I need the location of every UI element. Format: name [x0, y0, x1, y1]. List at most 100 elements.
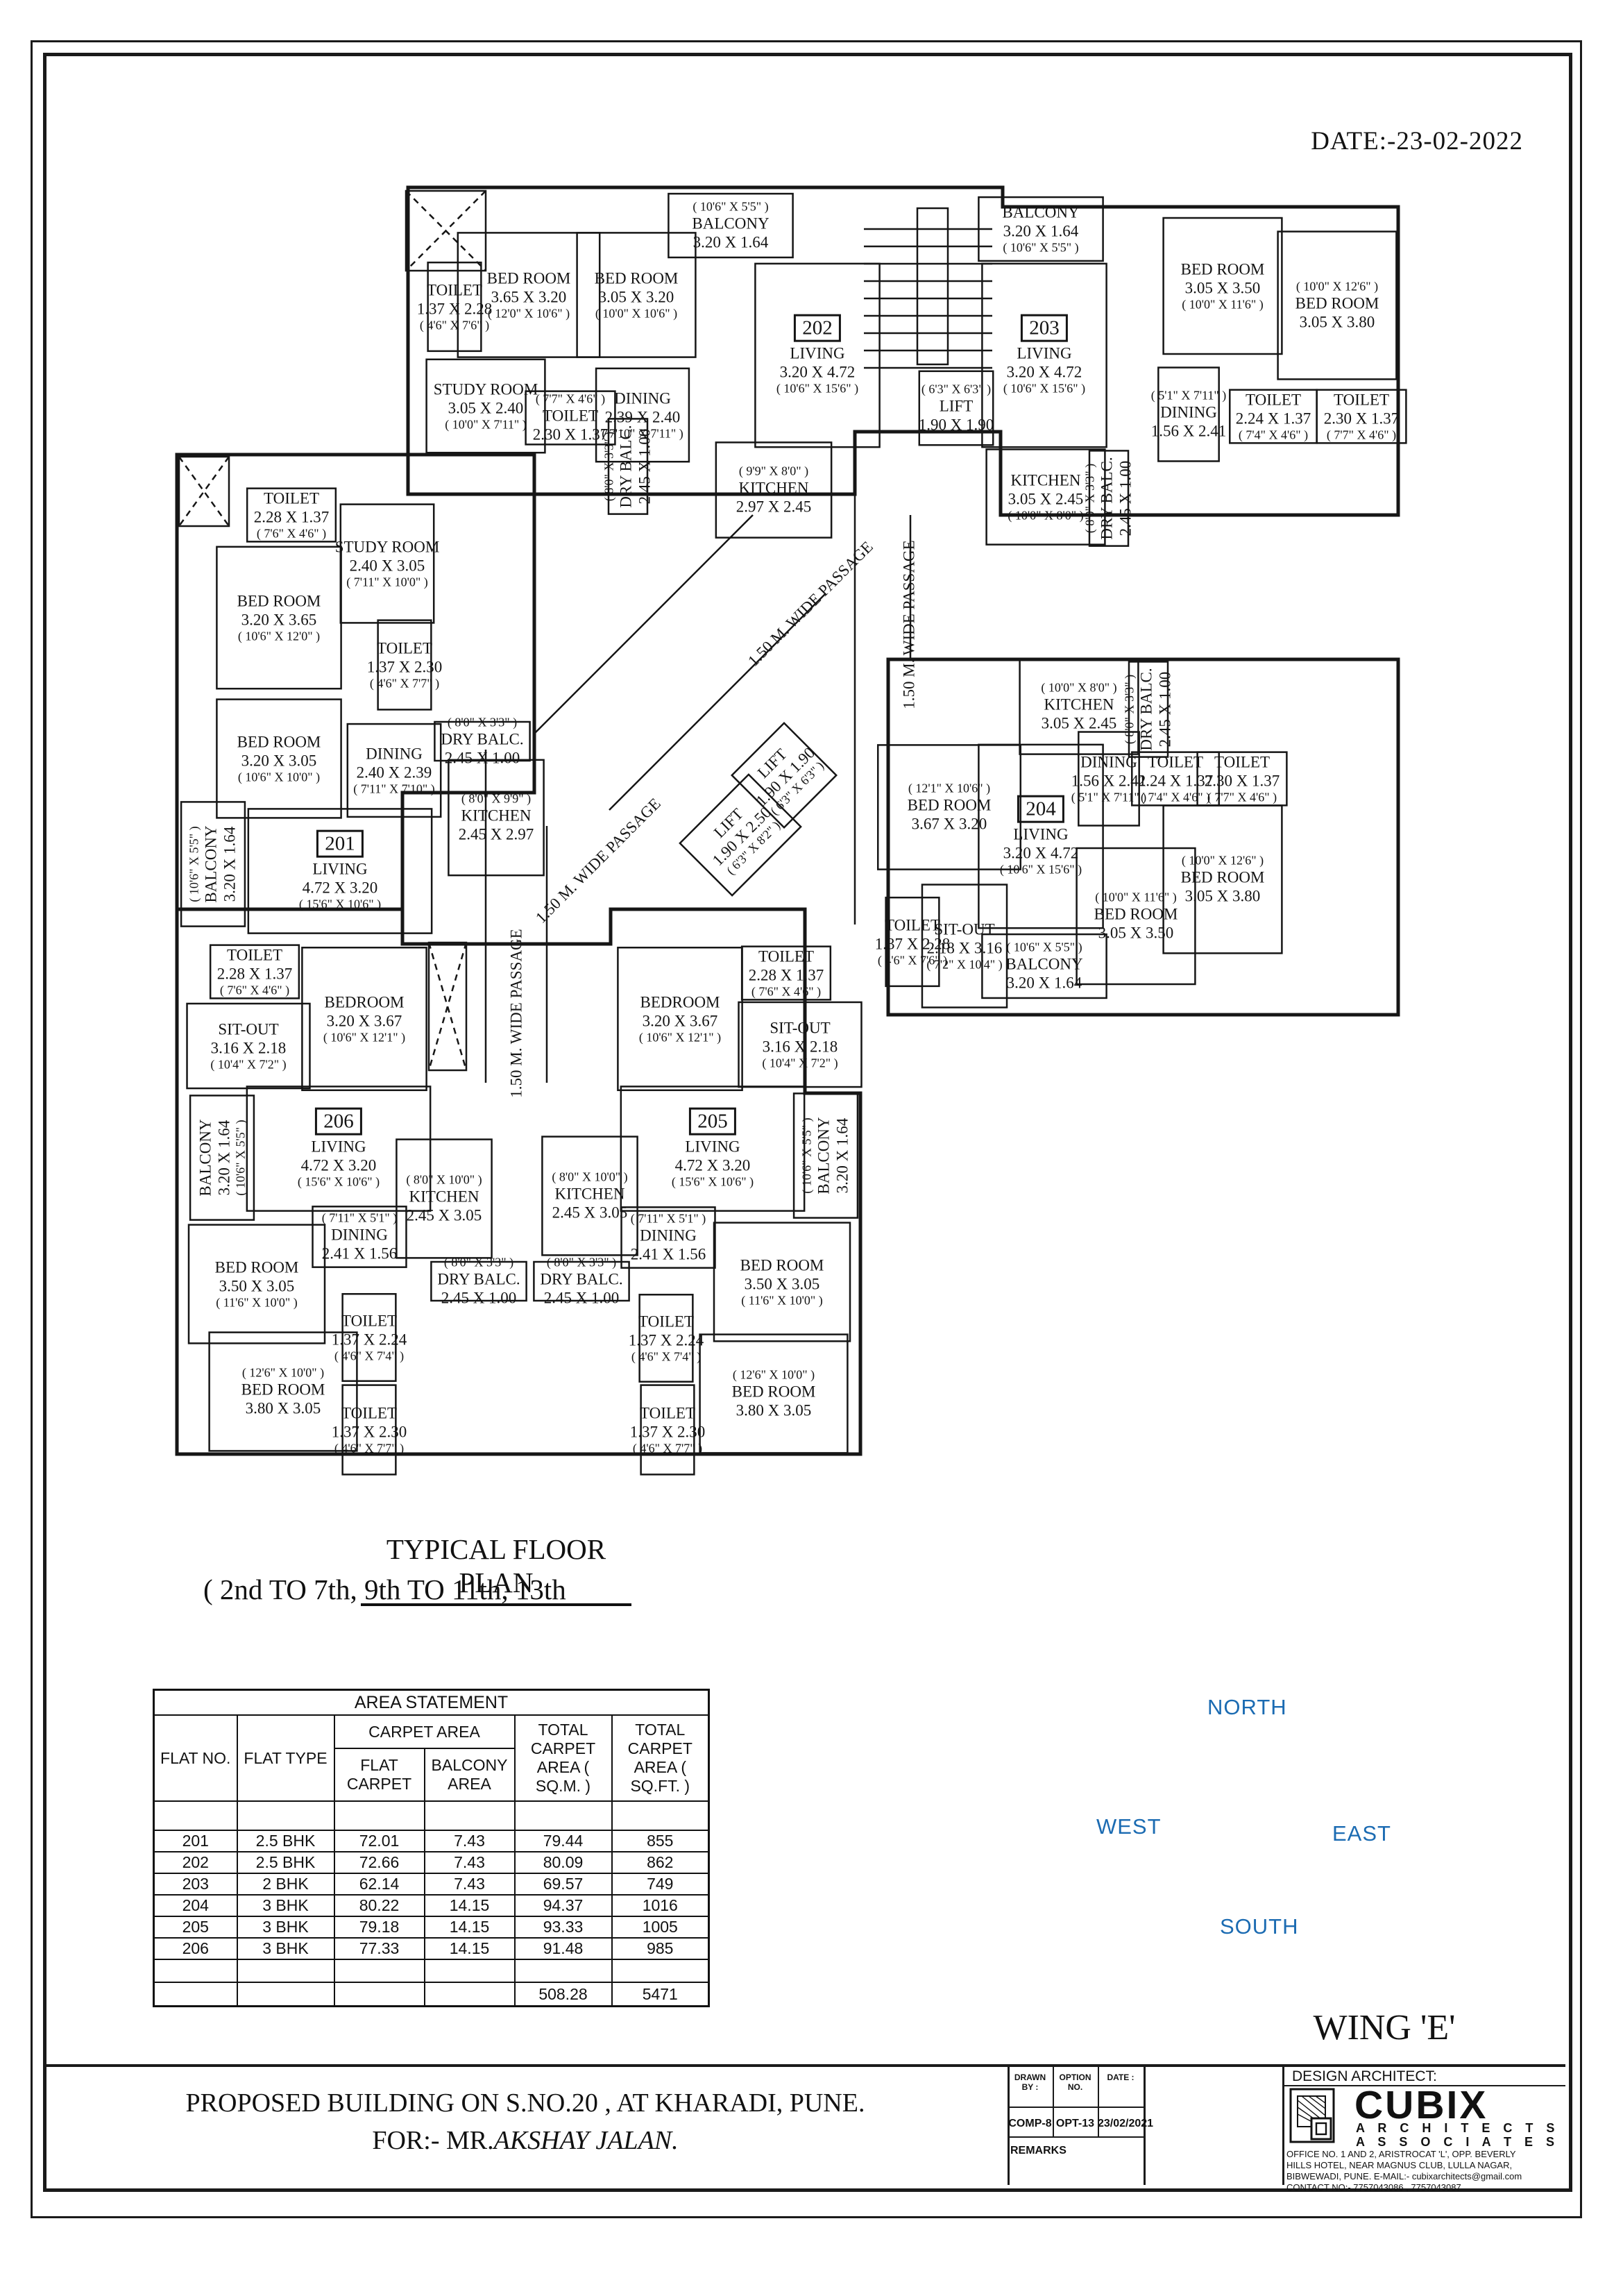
table-cell: 3 BHK	[236, 1916, 335, 1939]
architect-address-line3: BIBWEWADI, PUNE. E-MAIL:- cubixarchitect…	[1286, 2171, 1522, 2181]
room-label-line: TOILET	[542, 407, 599, 425]
room-label-line: 2.39 X 2.40	[604, 408, 681, 426]
sheet-inner-border	[43, 53, 1572, 2192]
room-label-line: 3.50 X 3.05	[744, 1275, 820, 1293]
room-label-line: BED ROOM	[731, 1383, 816, 1401]
room-label-line: ( 10'0" X 8'0" )	[1041, 680, 1117, 695]
room-label-line: ( 12'6" X 10'0" )	[732, 1367, 815, 1382]
table-cell	[333, 1959, 425, 1983]
col-header-total-sqft: TOTAL CARPET AREA ( SQ.FT. )	[611, 1714, 710, 1802]
room-label-line: ( 4'6" X 7'7" )	[369, 676, 440, 691]
title-block-divider	[1008, 2136, 1144, 2138]
room-label-line: 3.20 X 1.64	[1006, 974, 1082, 992]
room-label-line: SIT-OUT	[770, 1019, 831, 1037]
room-label-line: TOILET	[341, 1312, 398, 1330]
room-label-line: DINING	[366, 745, 423, 763]
table-cell	[236, 1800, 335, 1831]
room-label-line: 2.45 X 1.00	[1156, 671, 1174, 748]
room-label-line: TOILET	[426, 281, 483, 299]
room-label-line: ( 6'3" X 6'3" )	[921, 382, 992, 396]
room-label-line: ( 10'0" X 12'6" )	[1181, 853, 1264, 868]
room-label-line: ( 7'2" X 10'4" )	[926, 957, 1003, 972]
room-label-line: BED ROOM	[486, 269, 571, 287]
room-label-line: ( 8'0" X 3'3" )	[447, 715, 518, 729]
room-label-line: BED ROOM	[1180, 260, 1265, 278]
room-label-line: ( 4'6" X 7'4" )	[334, 1349, 405, 1363]
table-cell: 72.66	[333, 1851, 425, 1874]
table-cell: 69.57	[513, 1873, 613, 1896]
room-label-line: 1.56 X 2.41	[1071, 772, 1147, 790]
room-label-line: 2.45 X 2.97	[458, 825, 534, 843]
table-cell	[423, 1982, 516, 2007]
room-label-line: 3.20 X 1.64	[1003, 222, 1079, 240]
room-label-line: 1.37 X 2.28	[874, 935, 951, 953]
project-client-prefix: FOR:- MR.	[372, 2126, 494, 2155]
room-label-line: ( 7'6" X 4'6" )	[256, 526, 327, 541]
col-header-total-sqm: TOTAL CARPET AREA ( SQ.M. )	[513, 1714, 613, 1802]
cubix-associates-line: A S S O C I A T E S	[1356, 2135, 1560, 2149]
room-label-line: 1.37 X 2.28	[416, 300, 493, 318]
room-label-line: BEDROOM	[324, 993, 405, 1011]
room-label-line: BED ROOM	[1180, 868, 1265, 886]
room-label-line: ( 10'6" X 12'1" )	[638, 1030, 722, 1045]
room-label-line: LIFT	[939, 397, 974, 415]
plan-title-floors: ( 2nd TO 7th, 9th TO 11th, 13th	[203, 1573, 566, 1605]
table-cell: 862	[611, 1851, 710, 1874]
room-label-line: LIVING	[1013, 825, 1069, 843]
room-label-line: 3.05 X 2.45	[1008, 490, 1084, 508]
compass-south: SOUTH	[1220, 1914, 1299, 1939]
table-cell: 14.15	[423, 1937, 516, 1960]
room-label-line: BED ROOM	[907, 796, 992, 814]
room-label-line: BED ROOM	[1094, 905, 1178, 923]
table-cell	[423, 1959, 516, 1983]
room-label-line: STUDY ROOM	[334, 538, 440, 556]
col-header-flat-carpet: FLAT CARPET	[333, 1748, 425, 1802]
room-label-line: BALCONY	[202, 825, 220, 903]
room-label-line: TOILET	[1147, 753, 1204, 771]
drawn-by-value: COMP-8	[1008, 2118, 1052, 2129]
room-label-line: BED ROOM	[594, 269, 679, 287]
room-label-line: 3.20 X 3.67	[326, 1012, 402, 1030]
design-architect-label: DESIGN ARCHITECT:	[1292, 2068, 1437, 2084]
table-cell: 91.48	[513, 1937, 613, 1960]
room-label-line: 2.45 X 1.00	[636, 428, 654, 505]
room-label-line: STUDY ROOM	[433, 380, 538, 398]
room-label-line: ( 10'6" X 5'5" )	[1006, 940, 1082, 954]
flat-number-tag: 204	[1017, 795, 1064, 823]
room-label-line: ( 10'6" X 15'6" )	[776, 382, 859, 396]
room-label-line: ( 8'0" X 3'3" )	[1082, 463, 1097, 534]
table-cell: 3 BHK	[236, 1937, 335, 1960]
room-label-line: 2.45 X 1.00	[441, 1289, 517, 1307]
room-label-line: BED ROOM	[740, 1256, 824, 1274]
room-label-line: KITCHEN	[461, 807, 532, 825]
table-cell: 2.5 BHK	[236, 1851, 335, 1874]
area-statement-table: AREA STATEMENT FLAT NO. FLAT TYPE CARPET…	[153, 1689, 711, 2007]
table-cell: 14.15	[423, 1894, 516, 1917]
room-label-line: 3.16 X 2.18	[762, 1038, 838, 1056]
room-label-line: ( 10'0" X 11'6" )	[1095, 890, 1177, 904]
room-label-line: ( 10'6" X 5'5" )	[187, 826, 201, 902]
room-label-line: ( 10'0" X 11'6" )	[1182, 297, 1264, 312]
room-label-line: 3.50 X 3.05	[219, 1277, 295, 1295]
room-label-line: ( 7'10" X 7'11" )	[602, 426, 683, 441]
table-cell: 62.14	[333, 1873, 425, 1896]
room-label-line: BALCONY	[1002, 203, 1080, 221]
room-label-line: 1.37 X 2.24	[628, 1331, 704, 1349]
room-label-line: 2.30 X 1.37	[1204, 772, 1280, 790]
